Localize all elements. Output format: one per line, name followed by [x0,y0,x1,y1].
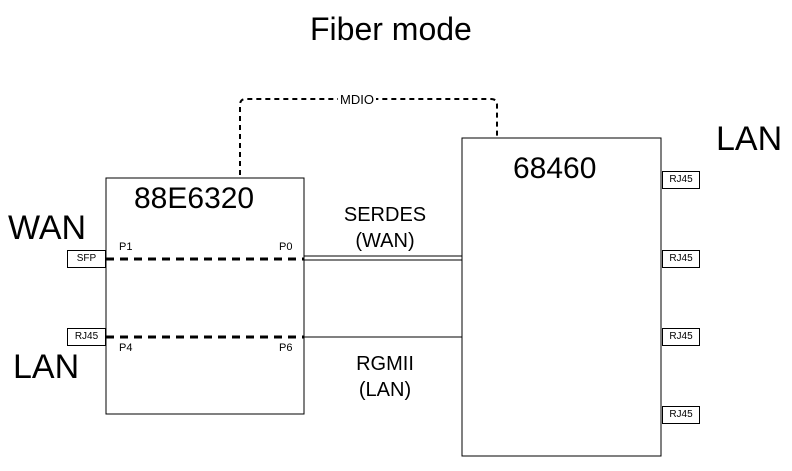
soc-chip-name: 68460 [513,152,597,185]
serdes-label: SERDES (WAN) [320,202,450,254]
sfp-connector: SFP [67,250,106,268]
wan-label: WAN [8,209,87,247]
lan-left-label: LAN [13,348,80,386]
rj45-left-connector: RJ45 [67,328,106,346]
switch-chip-name: 88E6320 [134,182,255,215]
switch-chip-box [105,177,305,415]
diagram-title: Fiber mode [310,11,472,47]
rj45-right-connector-2: RJ45 [662,250,700,268]
soc-chip-box [461,137,662,457]
mdio-link [239,98,498,175]
serdes-label-line2: (WAN) [355,230,415,252]
port-p1-label: P1 [119,241,133,253]
rgmii-label-line1: RGMII [356,353,414,375]
port-p4-label: P4 [119,342,133,354]
port-p0-label: P0 [279,241,293,253]
rgmii-label: RGMII (LAN) [320,351,450,403]
rj45-right-connector-4: RJ45 [662,406,700,424]
rj45-right-connector-1: RJ45 [662,171,700,189]
rj45-right-connector-3: RJ45 [662,328,700,346]
port-p6-label: P6 [279,342,293,354]
lan-right-label: LAN [716,120,783,158]
rgmii-label-line2: (LAN) [358,379,412,401]
mdio-label: MDIO [338,92,376,107]
serdes-label-line1: SERDES [343,204,427,226]
